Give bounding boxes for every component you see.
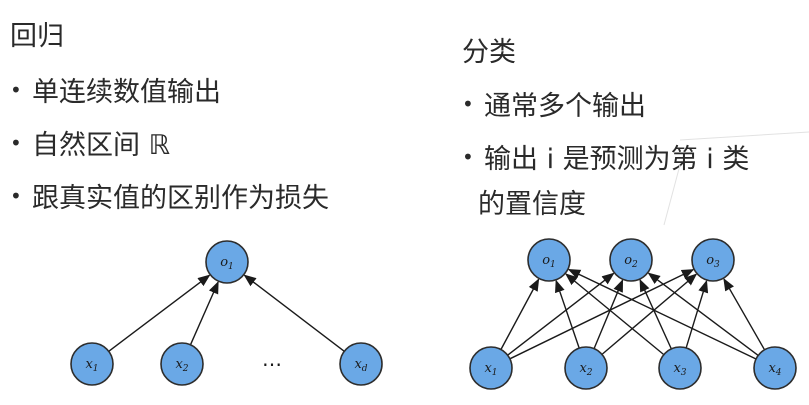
- classification-output-node: o3: [691, 238, 735, 282]
- classification-edge: [500, 278, 540, 350]
- regression-output-node-label: o1: [220, 255, 234, 272]
- bullet-dot: •: [462, 145, 474, 169]
- regression-input-node-label: xd: [354, 357, 367, 374]
- regression-bullet-1: • 单连续数值输出: [10, 70, 221, 109]
- classification-edge: [647, 272, 759, 356]
- classification-input-node-circle: [753, 346, 797, 390]
- regression-input-node: x1: [70, 342, 114, 386]
- edges-layer: [108, 268, 766, 360]
- classification-edge: [723, 277, 766, 351]
- classification-edge: [639, 278, 672, 350]
- classification-input-node-circle: [564, 346, 608, 390]
- classification-input-node: x4: [753, 346, 797, 390]
- bullet-dot: •: [10, 184, 22, 208]
- regression-input-node-label: x1: [85, 357, 98, 374]
- classification-input-node-circle: [469, 346, 513, 390]
- classification-output-node-circle: [527, 238, 571, 282]
- classification-edge: [567, 268, 757, 360]
- classification-input-node: x2: [564, 346, 608, 390]
- classification-output-node-circle: [609, 238, 653, 282]
- classification-input-node: x1: [469, 346, 513, 390]
- classification-input-node: x3: [658, 346, 702, 390]
- classification-edge: [593, 279, 624, 349]
- classification-edge: [507, 272, 615, 356]
- regression-bullet-1-text: 单连续数值输出: [32, 77, 221, 108]
- classification-bullet-1-text: 通常多个输出: [484, 91, 646, 122]
- classification-input-node-circle: [658, 346, 702, 390]
- decorative-line: [679, 131, 809, 141]
- classification-bullet-2-continuation: 的置信度: [478, 189, 586, 220]
- classification-edge: [685, 279, 709, 349]
- regression-input-node-circle: [160, 342, 204, 386]
- regression-input-node: xd: [339, 342, 383, 386]
- nodes-layer: o1 x1 x2 xd o1 o2 o3 x1 x2 x3 x4: [70, 238, 797, 390]
- classification-edge: [555, 279, 580, 349]
- classification-output-node-label: o2: [624, 253, 638, 270]
- classification-edge: [565, 273, 665, 356]
- classification-bullet-1: • 通常多个输出: [462, 84, 646, 123]
- regression-output-node-circle: [205, 240, 249, 284]
- regression-edge: [108, 274, 211, 352]
- classification-input-node-label: x3: [673, 361, 686, 378]
- classification-output-node-label: o1: [542, 253, 556, 270]
- classification-edge: [601, 273, 698, 355]
- regression-input-node-label: x2: [175, 357, 188, 374]
- bullet-dot: •: [462, 92, 474, 116]
- classification-input-node-label: x1: [484, 361, 497, 378]
- classification-output-node: o2: [609, 238, 653, 282]
- classification-input-node-label: x2: [579, 361, 592, 378]
- regression-heading: 回归: [10, 21, 64, 52]
- classification-output-node-label: o3: [706, 253, 720, 270]
- regression-edge: [189, 280, 219, 346]
- regression-bullet-3: • 跟真实值的区别作为损失: [10, 176, 329, 215]
- bullet-dot: •: [10, 131, 22, 155]
- classification-heading: 分类: [462, 37, 516, 68]
- regression-bullet-2-text: 自然区间 ℝ: [32, 130, 170, 161]
- regression-bullet-3-text: 跟真实值的区别作为损失: [32, 183, 329, 214]
- regression-bullet-2: • 自然区间 ℝ: [10, 123, 170, 162]
- regression-output-node: o1: [205, 240, 249, 284]
- classification-output-node: o1: [527, 238, 571, 282]
- regression-input-node-circle: [339, 342, 383, 386]
- classification-input-node-label: x4: [768, 361, 781, 378]
- decorative-line: [663, 164, 681, 226]
- regression-input-node: x2: [160, 342, 204, 386]
- classification-bullet-2: • 输出 i 是预测为第 i 类: [462, 137, 749, 176]
- bullet-dot: •: [10, 78, 22, 102]
- classification-bullet-2-text: 输出 i 是预测为第 i 类: [484, 144, 750, 175]
- classification-output-node-circle: [691, 238, 735, 282]
- regression-edge: [243, 274, 345, 352]
- inputs-ellipsis: …: [262, 347, 282, 371]
- regression-input-node-circle: [70, 342, 114, 386]
